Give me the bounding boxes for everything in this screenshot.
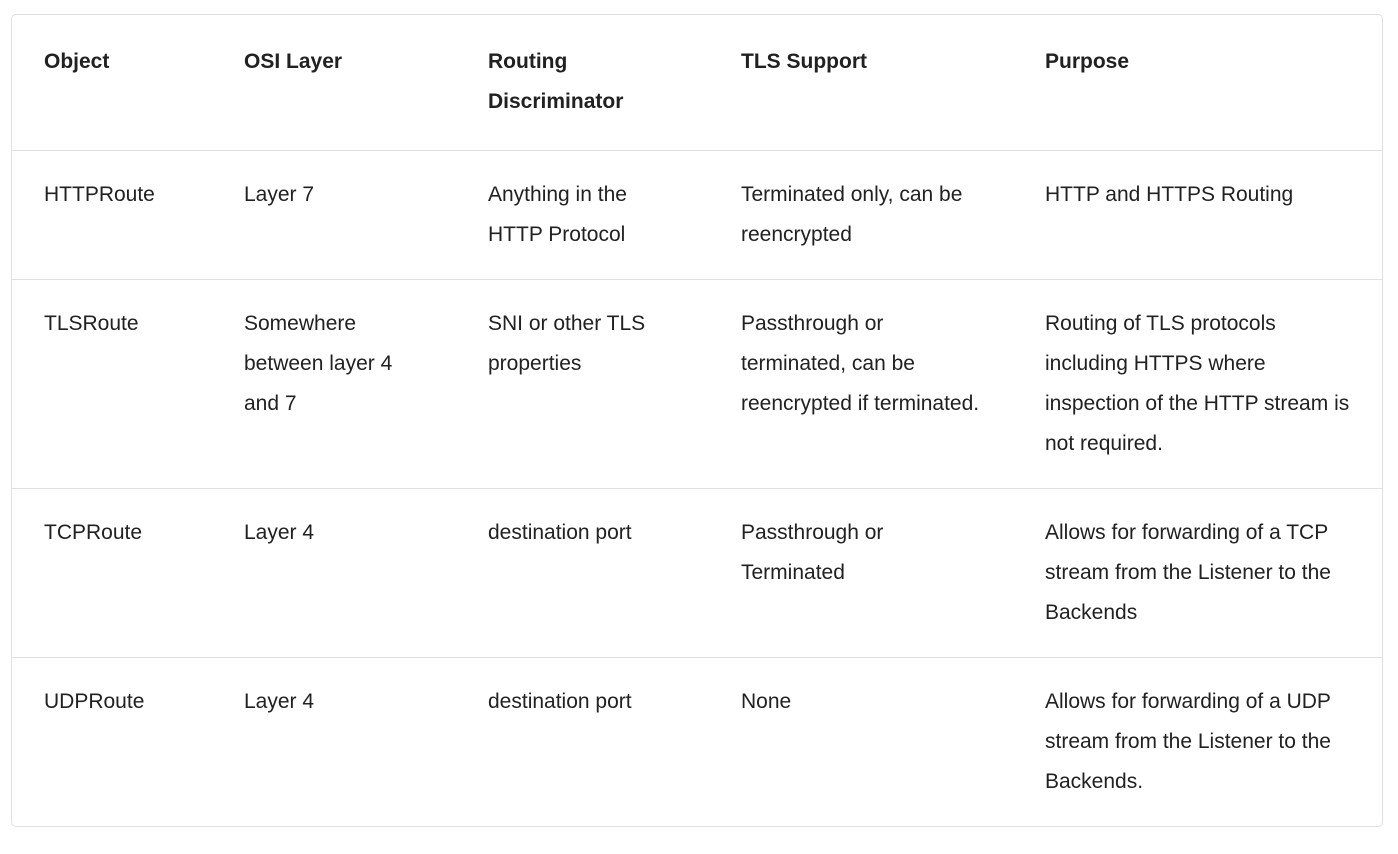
cell-object: HTTPRoute xyxy=(12,150,212,279)
table-row-tcproute: TCPRoute Layer 4 destination port Passth… xyxy=(12,488,1382,657)
cell-purpose: Routing of TLS protocols including HTTPS… xyxy=(1013,279,1382,488)
table-row-tlsroute: TLSRoute Somewhere between layer 4 and 7… xyxy=(12,279,1382,488)
cell-routing-discriminator: destination port xyxy=(456,488,709,657)
table-row-udproute: UDPRoute Layer 4 destination port None A… xyxy=(12,657,1382,826)
cell-routing-discriminator: SNI or other TLS properties xyxy=(456,279,709,488)
cell-routing-discriminator: destination port xyxy=(456,657,709,826)
cell-osi-layer: Layer 4 xyxy=(212,657,456,826)
table-row-httproute: HTTPRoute Layer 7 Anything in the HTTP P… xyxy=(12,150,1382,279)
column-header-osi-layer: OSI Layer xyxy=(244,50,343,73)
cell-tls-support: Terminated only, can be reencrypted xyxy=(709,150,1013,279)
cell-routing-discriminator: Anything in the HTTP Protocol xyxy=(456,150,709,279)
cell-object: TCPRoute xyxy=(12,488,212,657)
cell-purpose: Allows for forwarding of a UDP stream fr… xyxy=(1013,657,1382,826)
column-header-purpose: Purpose xyxy=(1045,50,1130,73)
cell-osi-layer: Layer 7 xyxy=(212,150,456,279)
cell-object: TLSRoute xyxy=(12,279,212,488)
column-header-object: Object xyxy=(44,50,110,73)
cell-tls-support: Passthrough or Terminated xyxy=(709,488,1013,657)
cell-object: UDPRoute xyxy=(12,657,212,826)
column-header-routing-discriminator: Routing Discriminator xyxy=(488,50,624,113)
cell-tls-support: Passthrough or terminated, can be reencr… xyxy=(709,279,1013,488)
cell-tls-support: None xyxy=(709,657,1013,826)
cell-osi-layer: Layer 4 xyxy=(212,488,456,657)
cell-purpose: HTTP and HTTPS Routing xyxy=(1013,150,1382,279)
column-header-tls-support: TLS Support xyxy=(741,50,867,73)
table-header-row: Object OSI Layer Routing Discriminator T… xyxy=(12,15,1382,150)
route-types-table: Object OSI Layer Routing Discriminator T… xyxy=(11,14,1383,827)
cell-purpose: Allows for forwarding of a TCP stream fr… xyxy=(1013,488,1382,657)
cell-osi-layer: Somewhere between layer 4 and 7 xyxy=(212,279,456,488)
